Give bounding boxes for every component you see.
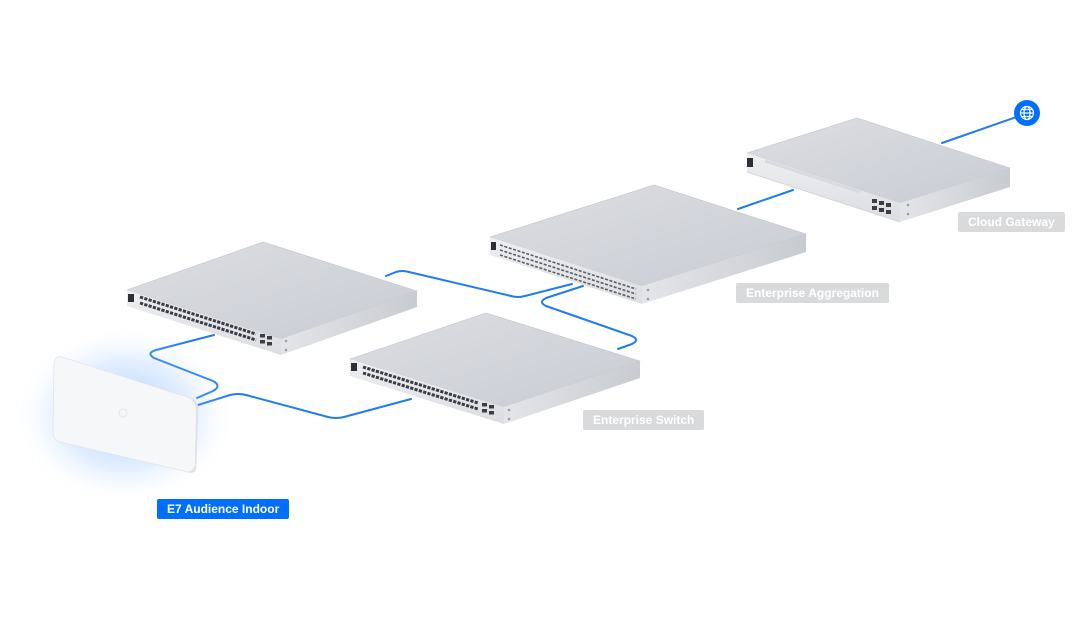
enterprise-switch-device[interactable] — [349, 312, 641, 424]
console-port-icon — [128, 294, 134, 302]
left-switch-sfp-ports — [260, 334, 272, 346]
ubiquiti-logo-icon — [118, 408, 128, 418]
link-gateway-to-aggregation — [737, 189, 794, 210]
cloud-gateway-label[interactable]: Cloud Gateway — [958, 212, 1065, 232]
console-port-icon — [351, 363, 357, 371]
rj45-port-array — [362, 365, 479, 411]
sfp-port-array — [499, 244, 637, 300]
console-port-icon — [491, 242, 496, 250]
enterprise-aggregation-label[interactable]: Enterprise Aggregation — [736, 283, 889, 303]
console-port-icon — [747, 158, 753, 167]
enterprise-aggregation-device[interactable] — [489, 184, 807, 304]
link-aggregation-to-enterprise-switch — [541, 285, 637, 350]
left-switch-device[interactable] — [126, 241, 418, 355]
enterprise-switch-sfp-ports — [482, 403, 494, 415]
rj45-port-array — [139, 295, 257, 342]
internet-node — [1014, 100, 1040, 126]
link-internet-to-gateway — [941, 113, 1026, 144]
e7-audience-indoor-label[interactable]: E7 Audience Indoor — [157, 499, 290, 519]
cloud-gateway-device[interactable] — [746, 117, 1011, 223]
link-aggregation-to-left-switch — [385, 270, 573, 298]
enterprise-switch-label[interactable]: Enterprise Switch — [583, 410, 705, 430]
e7-audience-indoor-device[interactable] — [13, 325, 237, 505]
gateway-port-cluster — [872, 199, 891, 214]
